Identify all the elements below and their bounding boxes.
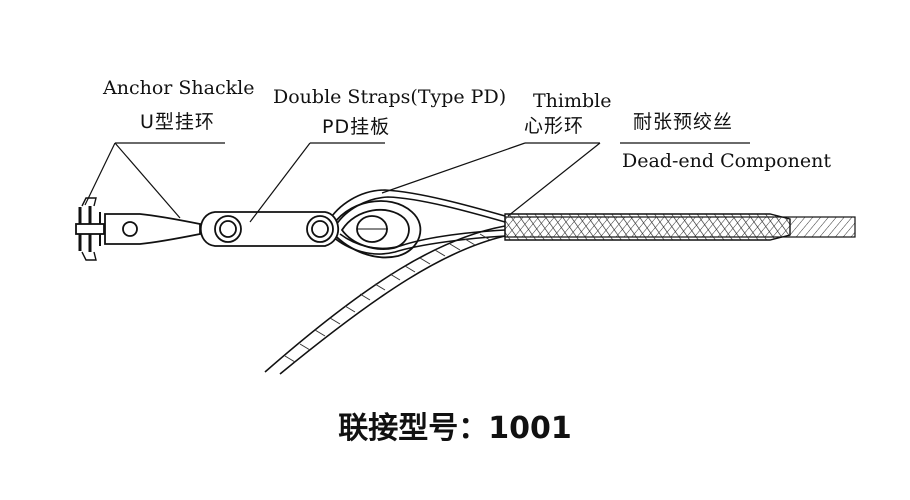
caption-prefix: 联接型号： [338,411,489,446]
dead-end-tail-strands [284,233,491,363]
thimble-label-zh: 心形环 [524,115,585,137]
dead-end-wrap [504,213,791,241]
dead-end-label-zh: 耐张预绞丝 [633,111,734,133]
caption-model-number: 1001 [488,411,572,446]
double-straps [200,211,340,247]
thimble-label-en: Thimble [533,90,612,112]
leader-lines [84,142,750,223]
thimble [328,200,422,259]
anchor-shackle-label-en: Anchor Shackle [103,77,255,99]
anchor-shackle-label-zh: U型挂环 [140,111,215,133]
dead-end-label-en: Dead-end Component [622,150,832,172]
double-straps-label-zh: PD挂板 [322,116,391,138]
double-straps-label-en: Double Straps(Type PD) [273,86,507,108]
anchor-shackle [75,197,201,261]
connection-model-caption: 联接型号：1001 [0,414,910,444]
